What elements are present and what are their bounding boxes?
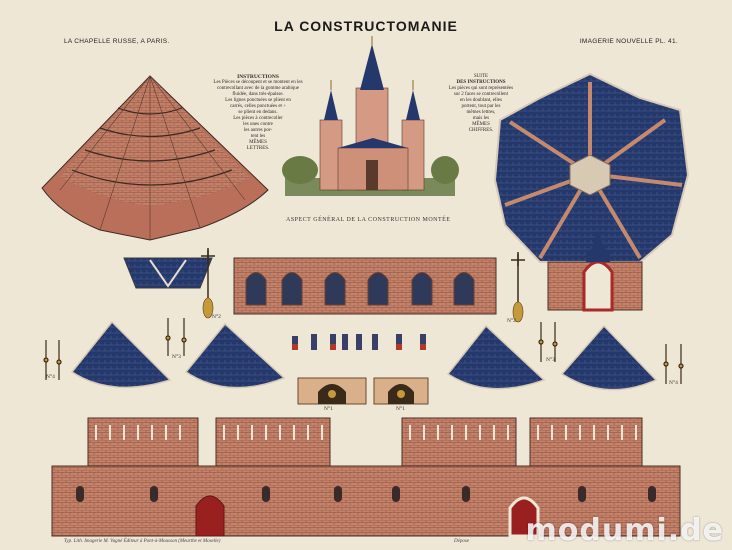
blue-cone-2 (184, 322, 286, 389)
figures-row (292, 334, 426, 350)
gold-spire-left (201, 248, 215, 319)
instructions-line: les autres por- (243, 128, 273, 133)
instructions-suite-heading-2: DES INSTRUCTIONS (456, 80, 506, 85)
instructions-line: se plient en dedans. (238, 110, 278, 115)
instructions-suite-heading-1: SUITE (473, 74, 489, 79)
instructions-line: Les lignes ponctuées se plient en (225, 98, 291, 103)
wall-crenellations (87, 417, 643, 467)
blue-cone-3 (446, 324, 546, 390)
part-label: N°4 (46, 374, 55, 380)
instructions-line: contrecollant avec de la gomme arabique (216, 86, 300, 91)
instructions-suite-line: sur 2 faces se contrecollent (453, 92, 509, 97)
watermark: modumi.de (525, 513, 724, 548)
dome-star-roof-right (493, 72, 690, 263)
instructions-suite-line: mêmes lettres, (466, 110, 496, 115)
church-illustration (282, 36, 459, 196)
instructions-line: fluidée, dans très-épaisse. (232, 92, 284, 97)
instructions-line: les unes contre (243, 122, 273, 127)
part-label: N°3 (172, 354, 181, 360)
page-title: LA CONSTRUCTOMANIE (274, 18, 458, 34)
dome-cone-left (41, 75, 269, 241)
roof-piece-small (123, 257, 213, 289)
instructions-suite-line: MÊMES (472, 122, 490, 127)
instructions-line: carrés, celles ponctuées et ÷ (230, 104, 286, 109)
arch-tile-2 (373, 377, 429, 405)
instructions-line: tent les (250, 134, 266, 139)
footer-left: Typ. Lith. Imagerie M. Vagné Éditeur à P… (64, 539, 221, 544)
porch-piece (547, 230, 643, 312)
long-wall (51, 465, 681, 538)
instructions-suite-line: en les doublant, elles (460, 98, 502, 103)
instructions-line: MÊMES (249, 140, 267, 145)
blue-cone-4 (560, 324, 658, 391)
instructions-line: Les Pièces se découpent et se montent en… (213, 80, 303, 85)
footer-right: Dépose (454, 539, 469, 544)
part-label: N°3 (546, 357, 555, 363)
blue-cone-1 (70, 320, 172, 389)
instructions-suite-line: portent, tout par les (461, 104, 501, 109)
instructions-suite-block: SUITE DES INSTRUCTIONS Les pièces qui so… (428, 74, 534, 134)
instructions-suite-line: Les pièces qui sont représentées (448, 86, 514, 91)
instructions-block: INSTRUCTIONS Les Pièces se découpent et … (206, 74, 310, 152)
part-label: N°2 (212, 314, 221, 320)
arch-tile-1 (297, 377, 367, 405)
instructions-line: Les pièces à contrecoller (233, 116, 283, 121)
gold-spire-right (511, 252, 525, 323)
instructions-heading: INSTRUCTIONS (237, 74, 279, 80)
instructions-line: LETTRES. (246, 146, 270, 151)
part-label: N°2 (507, 318, 516, 324)
header-right: IMAGERIE NOUVELLE PL. 41. (579, 38, 678, 45)
part-label: N°4 (669, 380, 678, 386)
church-caption: ASPECT GÉNÉRAL DE LA CONSTRUCTION MONTÉE (286, 217, 451, 223)
part-label: N°1 (324, 406, 333, 412)
wall-battlements (95, 425, 637, 440)
small-crosses (43, 318, 684, 384)
instructions-suite-line: CHIFFRES. (468, 128, 494, 133)
instructions-suite-line: mais les (472, 116, 490, 121)
header-left: LA CHAPELLE RUSSE, A PARIS. (64, 38, 170, 45)
part-label: N°1 (396, 406, 405, 412)
arched-gallery-strip (233, 257, 497, 315)
